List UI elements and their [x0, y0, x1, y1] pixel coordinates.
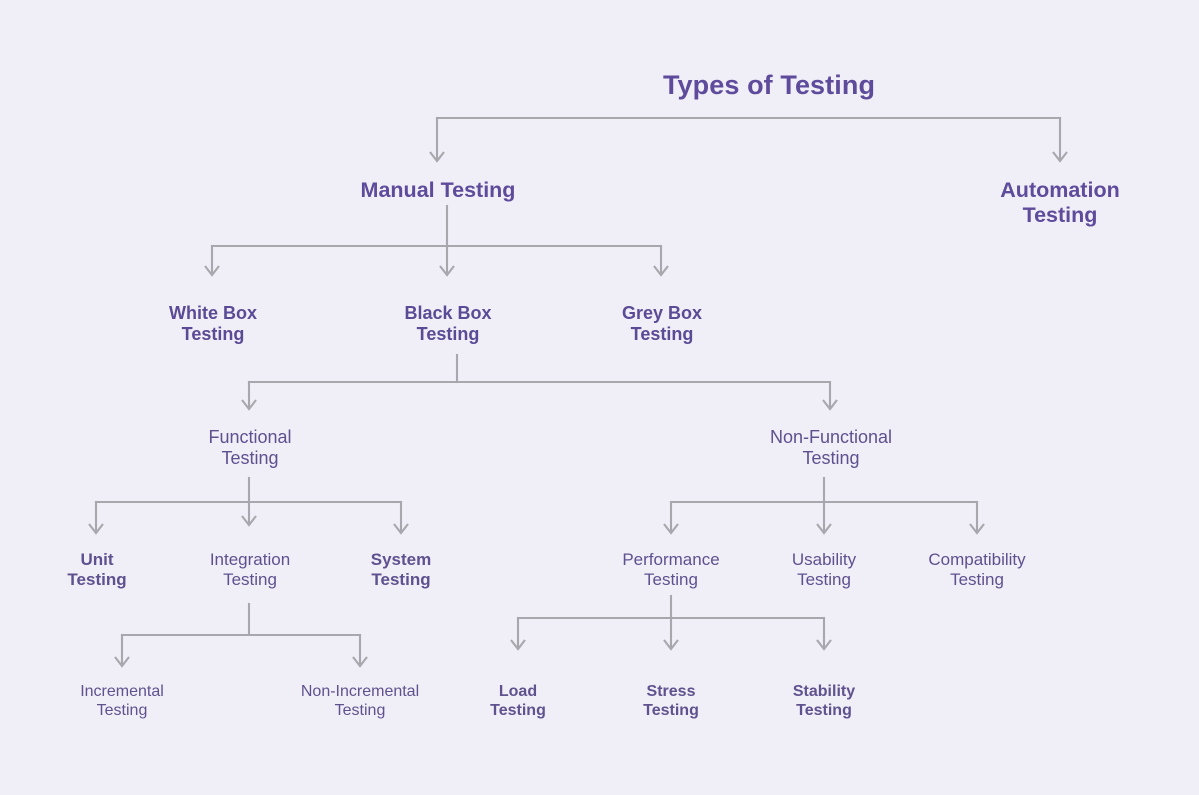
arrowhead-integration — [241, 515, 257, 527]
node-grey-box-testing: Grey Box Testing — [621, 303, 703, 345]
arrowhead-nonfunctional — [822, 399, 838, 411]
node-stress-testing: Stress Testing — [643, 683, 699, 719]
node-functional-testing: Functional Testing — [208, 427, 292, 469]
arrowhead-grey-box — [653, 265, 669, 277]
node-system-testing: System Testing — [370, 550, 432, 589]
arrowhead-white-box — [204, 265, 220, 277]
arrowhead-load — [510, 639, 526, 651]
arrowhead-incremental — [114, 656, 130, 668]
node-stability-testing: Stability Testing — [792, 683, 856, 719]
arrowhead-stress — [663, 639, 679, 651]
arrowhead-compatibility — [969, 523, 985, 535]
node-performance-testing: Performance Testing — [622, 550, 720, 589]
node-non-functional-testing: Non-Functional Testing — [769, 427, 893, 469]
node-black-box-testing: Black Box Testing — [404, 303, 492, 345]
arrowhead-stability — [816, 639, 832, 651]
node-incremental-testing: Incremental Testing — [80, 683, 164, 719]
arrowhead-functional — [241, 399, 257, 411]
arrowhead-unit — [88, 523, 104, 535]
node-load-testing: Load Testing — [490, 683, 546, 719]
arrowhead-usability — [816, 523, 832, 535]
arrowhead-automation — [1052, 151, 1068, 163]
arrowhead-manual — [429, 151, 445, 163]
node-types-of-testing: Types of Testing — [662, 70, 876, 100]
arrowhead-performance — [663, 523, 679, 535]
node-integration-testing: Integration Testing — [209, 550, 291, 589]
arrowhead-black-box — [439, 265, 455, 277]
arrowhead-system — [393, 523, 409, 535]
node-usability-testing: Usability Testing — [791, 550, 857, 589]
node-compatibility-testing: Compatibility Testing — [928, 550, 1026, 589]
node-automation-testing: Automation Testing — [1000, 178, 1120, 228]
node-unit-testing: Unit Testing — [67, 550, 127, 589]
arrowhead-non-incremental — [352, 656, 368, 668]
node-non-incremental-testing: Non-Incremental Testing — [300, 683, 420, 719]
node-white-box-testing: White Box Testing — [169, 303, 257, 345]
node-manual-testing: Manual Testing — [360, 178, 516, 202]
